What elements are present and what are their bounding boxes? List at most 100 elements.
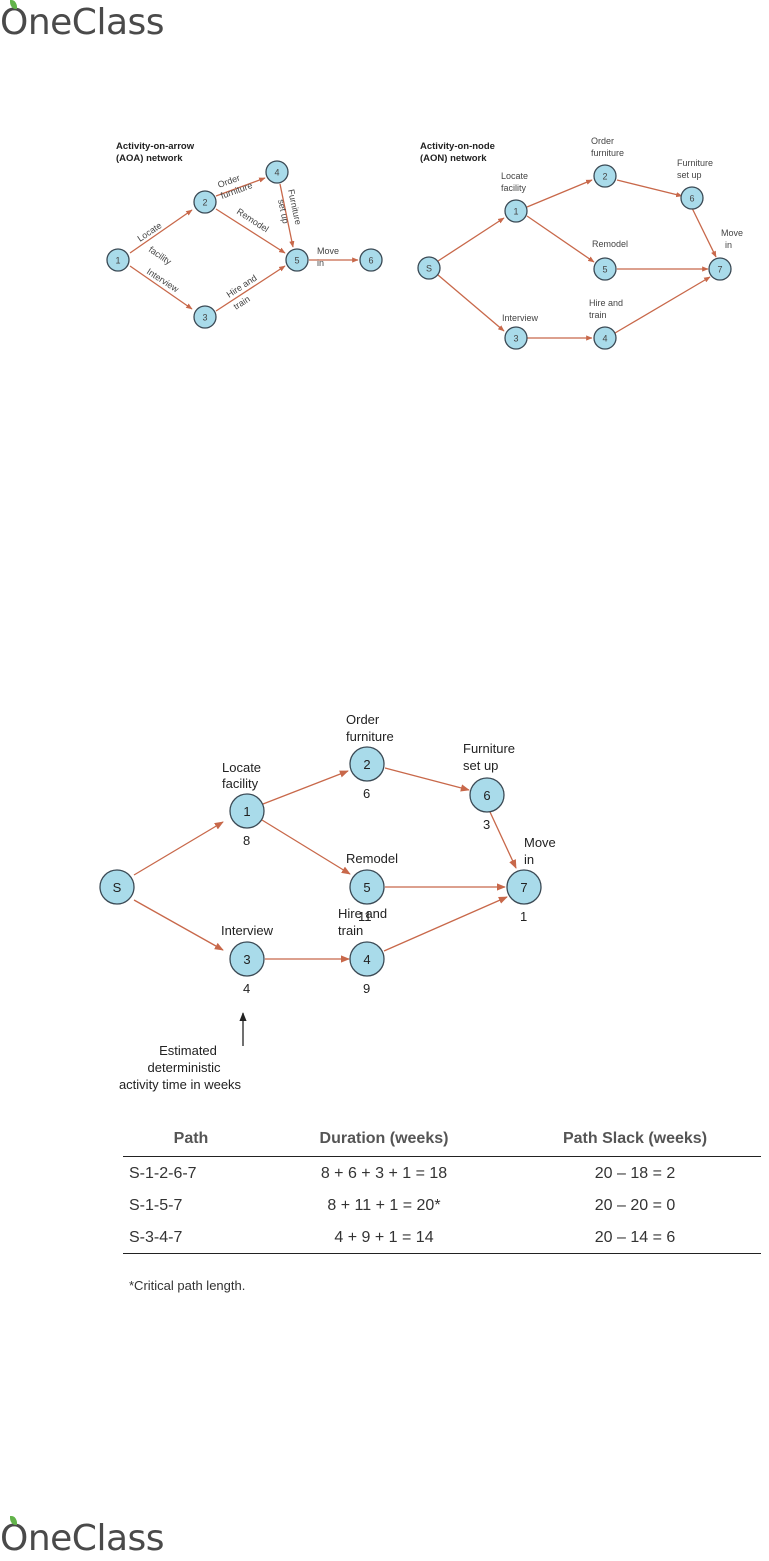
aon-small-label-remodel: Remodel bbox=[592, 239, 628, 249]
svg-text:3: 3 bbox=[202, 313, 207, 323]
svg-text:4: 4 bbox=[363, 952, 370, 967]
aon-small-label-in: in bbox=[725, 240, 732, 250]
aoa-label-remodel: Remodel bbox=[235, 206, 271, 234]
aon-small-node-4: 4 bbox=[593, 326, 617, 350]
oneclass-logo-top: OneClass bbox=[0, 0, 165, 43]
aon-large-label-remodel: Remodel bbox=[346, 851, 398, 866]
aon-small-node-5: 5 bbox=[593, 257, 617, 281]
oneclass-logo-bottom: OneClass bbox=[0, 1516, 165, 1559]
header-slack: Path Slack (weeks) bbox=[509, 1126, 761, 1157]
aon-small-label-hire: Hire and bbox=[589, 298, 623, 308]
aon-large-node-7: 7 bbox=[506, 869, 542, 905]
aoa-label-facility: facility bbox=[147, 244, 174, 267]
aon-small-label-order: Order bbox=[591, 136, 614, 146]
cell-path: S-1-5-7 bbox=[129, 1197, 183, 1214]
duration-node-3: 4 bbox=[243, 981, 250, 996]
aon-small-label-setup1: Furniture bbox=[677, 158, 713, 168]
svg-text:1: 1 bbox=[243, 804, 250, 819]
cell-duration: 4 + 9 + 1 = 14 bbox=[259, 1221, 509, 1254]
aon-large-label-furniture: furniture bbox=[346, 729, 394, 744]
logo-text: OneClass bbox=[0, 1518, 165, 1559]
svg-text:2: 2 bbox=[202, 198, 207, 208]
svg-text:S: S bbox=[426, 264, 432, 274]
aon-large-network: S 1 2 3 4 5 6 7 8 6 4 9 11 3 1 Locate fa… bbox=[99, 712, 556, 1092]
svg-text:2: 2 bbox=[363, 757, 370, 772]
aoa-label-move: Move bbox=[317, 246, 339, 256]
duration-node-6: 3 bbox=[483, 817, 490, 832]
aon-small-label-interview: Interview bbox=[502, 313, 539, 323]
header-duration: Duration (weeks) bbox=[259, 1126, 509, 1157]
aon-large-label-facility: facility bbox=[222, 776, 259, 791]
aon-small-node-7: 7 bbox=[708, 257, 732, 281]
cell-slack: 20 – 20 = 0 bbox=[594, 1197, 676, 1214]
aon-large-label-interview: Interview bbox=[221, 923, 274, 938]
aon-large-node-6: 6 bbox=[469, 777, 505, 813]
aoa-node-4: 4 bbox=[265, 160, 289, 184]
aon-small-title-line1: Activity-on-node bbox=[420, 141, 495, 152]
aon-small-node-6: 6 bbox=[680, 186, 704, 210]
aon-small-label-facility: facility bbox=[501, 183, 527, 193]
aon-small-label-move: Move bbox=[721, 228, 743, 238]
duration-node-2: 6 bbox=[363, 786, 370, 801]
cell-path: S-1-2-6-7 bbox=[129, 1165, 197, 1182]
aon-large-node-1: 1 bbox=[229, 793, 265, 829]
svg-text:5: 5 bbox=[602, 265, 607, 275]
aon-large-node-4: 4 bbox=[349, 941, 385, 977]
note-line-2: deterministic bbox=[148, 1060, 221, 1075]
leaf-icon bbox=[10, 1516, 17, 1525]
aon-small-node-3: 3 bbox=[504, 326, 528, 350]
svg-text:2: 2 bbox=[602, 172, 607, 182]
cell-duration: 8 + 6 + 3 + 1 = 18 bbox=[320, 1165, 448, 1182]
aon-large-label-setup1: Furniture bbox=[463, 741, 515, 756]
aon-large-label-move: Move bbox=[524, 835, 556, 850]
svg-text:1: 1 bbox=[115, 256, 120, 266]
svg-text:3: 3 bbox=[513, 334, 518, 344]
leaf-icon bbox=[10, 0, 17, 9]
svg-text:4: 4 bbox=[274, 168, 279, 178]
svg-text:S: S bbox=[113, 880, 122, 895]
svg-text:1: 1 bbox=[513, 207, 518, 217]
aoa-title-line2: (AOA) network bbox=[116, 153, 183, 164]
svg-text:5: 5 bbox=[294, 256, 299, 266]
aon-small-label-furniture: furniture bbox=[591, 148, 624, 158]
aon-small-node-2: 2 bbox=[593, 164, 617, 188]
duration-node-5: 11 bbox=[358, 909, 372, 924]
aon-small-node-s: S bbox=[417, 256, 441, 280]
cell-duration: 8 + 11 + 1 = 20* bbox=[327, 1197, 441, 1214]
aoa-title-line1: Activity-on-arrow bbox=[116, 141, 195, 152]
aoa-label-in: in bbox=[317, 258, 324, 268]
cell-slack: 20 – 14 = 6 bbox=[509, 1221, 761, 1254]
aon-small-label-train: train bbox=[589, 310, 607, 320]
table-header-row: Path Duration (weeks) Path Slack (weeks) bbox=[123, 1126, 761, 1157]
aon-large-label-setup2: set up bbox=[463, 758, 498, 773]
aon-small-title-line2: (AON) network bbox=[420, 153, 487, 164]
aon-large-node-s: S bbox=[99, 869, 135, 905]
svg-text:6: 6 bbox=[689, 194, 694, 204]
aon-large-node-2: 2 bbox=[349, 746, 385, 782]
aoa-label-furniture-setup-2: set up bbox=[276, 198, 291, 224]
aon-large-label-hire: Hire and bbox=[338, 906, 387, 921]
svg-text:7: 7 bbox=[520, 880, 527, 895]
aon-small-node-1: 1 bbox=[504, 199, 528, 223]
aon-small-label-locate: Locate bbox=[501, 171, 528, 181]
aoa-node-1: 1 bbox=[106, 248, 130, 272]
note-line-1: Estimated bbox=[159, 1043, 217, 1058]
aoa-network: Activity-on-arrow (AOA) network 1 2 3 4 … bbox=[106, 141, 383, 329]
svg-text:6: 6 bbox=[483, 788, 490, 803]
aon-small-network: Activity-on-node (AON) network S 1 2 3 4… bbox=[417, 136, 743, 350]
cell-slack: 20 – 18 = 2 bbox=[594, 1165, 676, 1182]
duration-node-7: 1 bbox=[520, 909, 527, 924]
network-diagrams: Activity-on-arrow (AOA) network 1 2 3 4 … bbox=[99, 136, 743, 1092]
svg-text:3: 3 bbox=[243, 952, 250, 967]
svg-text:6: 6 bbox=[368, 256, 373, 266]
aoa-node-3: 3 bbox=[193, 305, 217, 329]
aon-large-node-5: 5 bbox=[349, 869, 385, 905]
svg-text:5: 5 bbox=[363, 880, 370, 895]
aon-large-label-train: train bbox=[338, 923, 363, 938]
svg-text:4: 4 bbox=[602, 334, 607, 344]
aon-small-label-setup2: set up bbox=[677, 170, 702, 180]
duration-node-1: 8 bbox=[243, 833, 250, 848]
duration-node-4: 9 bbox=[363, 981, 370, 996]
cell-path: S-3-4-7 bbox=[123, 1221, 259, 1254]
path-table: Path Duration (weeks) Path Slack (weeks)… bbox=[123, 1126, 761, 1254]
